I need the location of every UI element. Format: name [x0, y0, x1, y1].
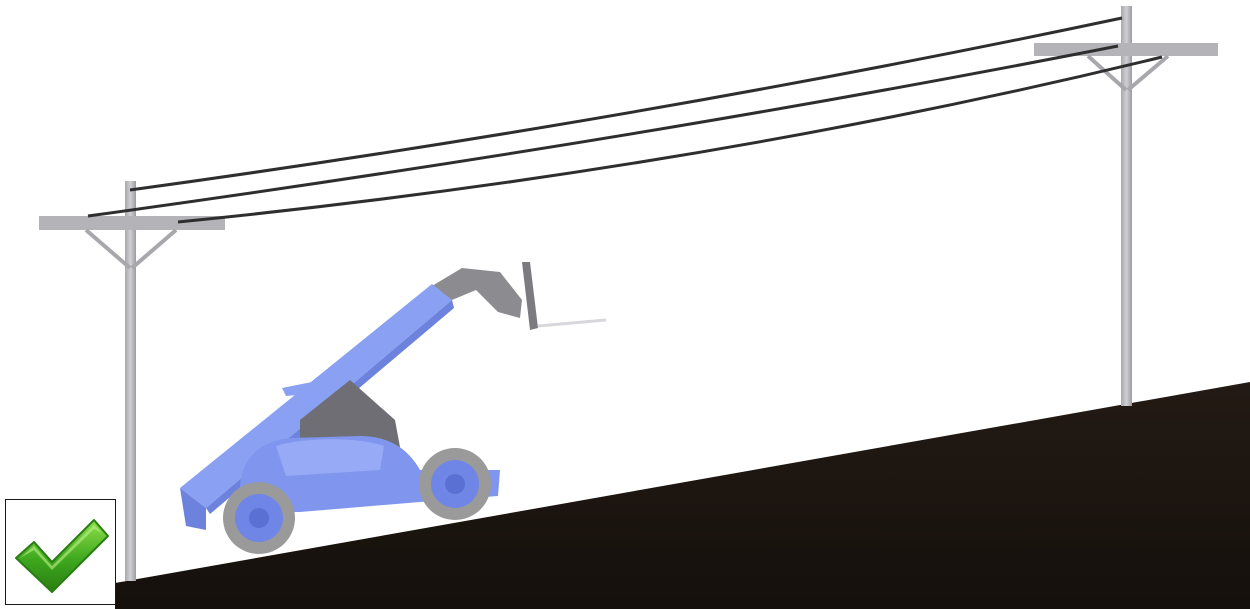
- check-icon: [15, 519, 109, 593]
- boom-arm: [180, 284, 452, 508]
- telehandler-vehicle: [180, 262, 607, 554]
- boom-head: [432, 268, 522, 318]
- ground-slope: [115, 382, 1250, 609]
- fork-carriage: [522, 262, 538, 330]
- front-wheel: [419, 448, 491, 520]
- power-line-top: [129, 16, 1123, 192]
- rear-wheel: [223, 482, 295, 554]
- status-badge: [5, 499, 116, 605]
- vehicle-fender: [282, 380, 332, 396]
- power-line-bottom: [177, 55, 1163, 224]
- fork-tine: [537, 318, 607, 328]
- power-lines: [87, 16, 1163, 224]
- utility-pole-left: [39, 181, 225, 581]
- power-line-middle: [87, 44, 1119, 218]
